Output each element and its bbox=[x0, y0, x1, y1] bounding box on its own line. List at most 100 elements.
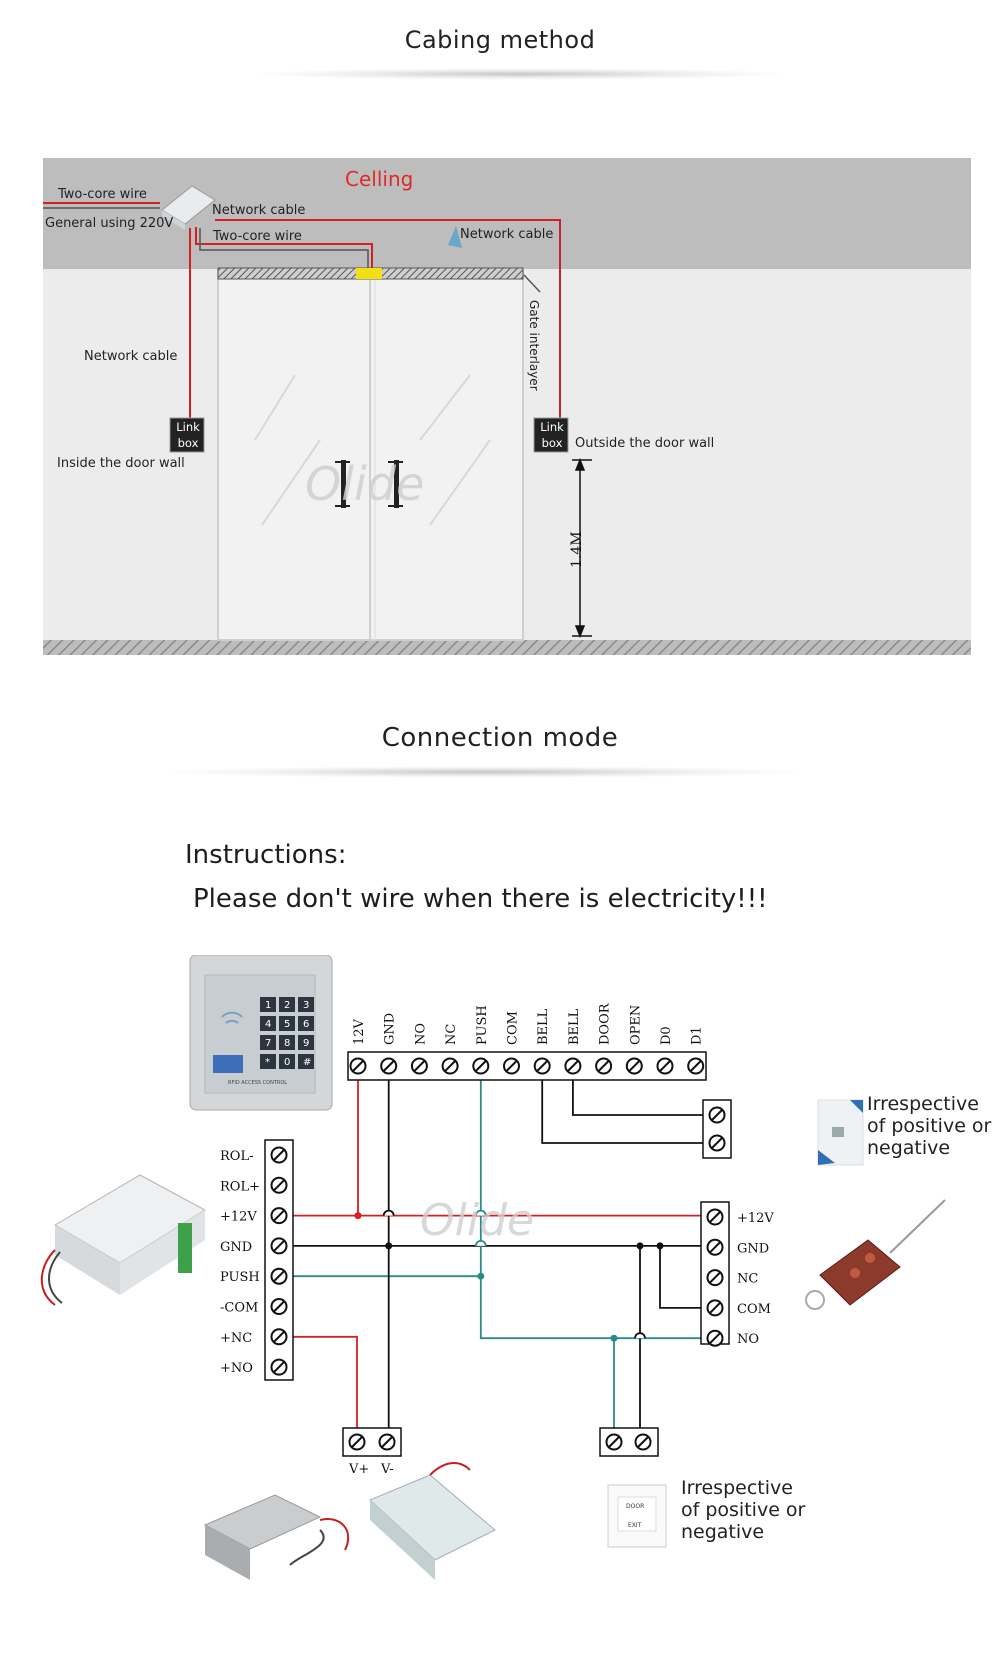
keypad-key-label: 6 bbox=[303, 1019, 309, 1030]
wire-lock-gnd bbox=[387, 1245, 390, 1436]
keypad-key-label: 4 bbox=[265, 1019, 271, 1030]
watermark-logo-2: Olide bbox=[420, 1195, 534, 1246]
wire-junction bbox=[354, 1212, 362, 1220]
keypad-key bbox=[298, 1016, 314, 1031]
power-supply-terminal-label: +NO bbox=[220, 1361, 253, 1376]
power-supply-terminal-label: +NC bbox=[220, 1331, 252, 1346]
controller-terminal-label: D1 bbox=[690, 1026, 705, 1045]
wire-rr-com bbox=[659, 1245, 708, 1309]
general-220v-label: General using 220V bbox=[45, 216, 173, 231]
network-device bbox=[448, 226, 462, 248]
remote-receiver-terminal-label: +12V bbox=[737, 1211, 774, 1226]
power-supply-box bbox=[161, 185, 216, 230]
controller-terminal-label: BELL bbox=[567, 1008, 582, 1045]
height-label: 1.4M bbox=[569, 531, 585, 568]
bell-device-icon bbox=[817, 1099, 864, 1166]
keypad-key bbox=[279, 1054, 295, 1069]
wire-exit-gnd bbox=[639, 1245, 643, 1443]
lock-unit bbox=[356, 268, 382, 279]
keypad-key bbox=[279, 997, 295, 1012]
red-wires bbox=[43, 202, 561, 420]
wire-lock-nc bbox=[286, 1335, 358, 1435]
wire-junction bbox=[636, 1242, 644, 1250]
title-shadow-2 bbox=[160, 766, 810, 778]
power-supply-terminal-label: PUSH bbox=[220, 1270, 260, 1285]
link-box-left bbox=[169, 417, 205, 453]
instructions-title: Instructions: bbox=[185, 840, 347, 870]
keypad-key bbox=[260, 1054, 276, 1069]
bell-note: Irrespective of positive or negative bbox=[867, 1093, 992, 1159]
power-supply-device bbox=[40, 1174, 206, 1306]
power-supply-terminal-label: GND bbox=[220, 1240, 252, 1255]
keypad-key-label: 0 bbox=[284, 1057, 290, 1068]
keypad-key bbox=[260, 997, 276, 1012]
watermark-logo: Olide bbox=[305, 457, 424, 511]
power-supply-terminal-label: +12V bbox=[220, 1210, 257, 1225]
controller-terminal-label: BELL bbox=[536, 1008, 551, 1045]
terminal-blocks bbox=[264, 1051, 732, 1457]
controller-terminal-label: 12V bbox=[352, 1018, 367, 1045]
wire-bell-1 bbox=[541, 1073, 710, 1144]
keypad-key-label: 1 bbox=[265, 1000, 271, 1011]
door-handle-right bbox=[394, 460, 399, 508]
link-box-right-label: Link box bbox=[540, 420, 564, 450]
keypad-key bbox=[298, 1054, 314, 1069]
keypad-key bbox=[298, 1035, 314, 1050]
lock-terminal-label: V+ bbox=[348, 1462, 369, 1477]
network-cable-label-2: Network cable bbox=[460, 227, 553, 242]
remote-receiver-terminal-label: GND bbox=[737, 1241, 769, 1256]
height-dimension bbox=[572, 457, 592, 639]
remote-receiver-terminal-label: NC bbox=[737, 1272, 758, 1287]
remote-control bbox=[805, 1199, 946, 1310]
power-supply-terminal-label: -COM bbox=[220, 1301, 258, 1316]
controller-terminal-label: OPEN bbox=[628, 1005, 643, 1045]
network-cable-label-left: Network cable bbox=[84, 349, 177, 364]
cabling-diagram: Celling Two-core wire General using 220V… bbox=[43, 158, 971, 655]
keypad-key bbox=[260, 1035, 276, 1050]
controller-terminal-label: DOOR bbox=[598, 1002, 613, 1045]
wire-junction bbox=[656, 1242, 664, 1250]
remote-receiver-terminal-label: COM bbox=[737, 1302, 771, 1317]
wire-bell-2 bbox=[572, 1073, 710, 1116]
two-core-wire-label-2: Two-core wire bbox=[212, 229, 302, 244]
wire-push-ctrl bbox=[479, 1073, 708, 1340]
keypad-key-label: 3 bbox=[303, 1000, 309, 1011]
keypad-key bbox=[298, 997, 314, 1012]
keypad-key bbox=[279, 1035, 295, 1050]
floor bbox=[43, 640, 971, 655]
exit-button-line1: DOOR bbox=[626, 1503, 644, 1510]
network-cable-label-1: Network cable bbox=[212, 203, 305, 218]
door-handle-left bbox=[341, 460, 346, 508]
inside-wall-label: Inside the door wall bbox=[57, 456, 185, 471]
controller-terminal-label: COM bbox=[506, 1011, 521, 1045]
keypad-key-label: 5 bbox=[284, 1019, 290, 1030]
instructions-warning: Please don't wire when there is electric… bbox=[193, 884, 768, 914]
wires bbox=[286, 1073, 710, 1443]
exit-button: DOOR EXIT bbox=[607, 1484, 667, 1548]
cabling-title: Cabing method bbox=[404, 26, 596, 54]
keypad-brand: RFID ACCESS CONTROL bbox=[228, 1080, 287, 1086]
keypad-key-label: * bbox=[265, 1057, 270, 1068]
keypad-key-label: 8 bbox=[284, 1038, 290, 1049]
keypad-key-label: # bbox=[303, 1057, 311, 1068]
electric-locks bbox=[203, 1462, 496, 1580]
link-box-right bbox=[533, 417, 569, 453]
exit-note: Irrespective of positive or negative bbox=[681, 1477, 806, 1543]
outside-wall-label: Outside the door wall bbox=[575, 436, 714, 451]
controller-terminal-block bbox=[347, 1051, 707, 1081]
gate-interlayer-label: Gate interlayer bbox=[527, 300, 541, 391]
keypad-key-label: 2 bbox=[284, 1000, 290, 1011]
controller-terminal-label: NC bbox=[444, 1024, 459, 1045]
remote-receiver-terminal-label: NO bbox=[737, 1332, 759, 1347]
keypad-key bbox=[260, 1016, 276, 1031]
exit-button-line2: EXIT bbox=[628, 1522, 642, 1529]
two-core-wire-label: Two-core wire bbox=[57, 187, 147, 202]
keypad-key bbox=[279, 1016, 295, 1031]
wire-junction bbox=[610, 1334, 618, 1342]
controller-terminal-label: GND bbox=[383, 1013, 398, 1045]
keypad-key-label: 7 bbox=[265, 1038, 271, 1049]
controller-terminal-label: NO bbox=[413, 1023, 428, 1045]
lock-terminal-label: V- bbox=[380, 1462, 394, 1477]
